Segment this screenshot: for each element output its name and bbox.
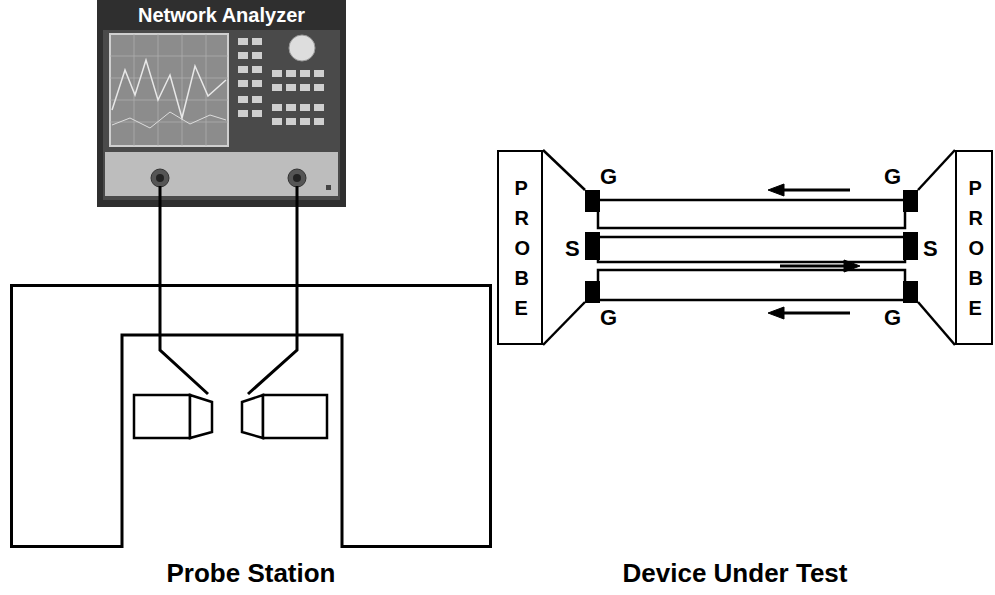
- probe-label: PROBE: [968, 173, 979, 323]
- instrument-title: Network Analyzer: [97, 0, 346, 27]
- dut-title: Device Under Test: [623, 560, 848, 586]
- ground-pin-label: G: [884, 307, 901, 329]
- probe-box: PROBE: [955, 150, 993, 345]
- probe-box: PROBE: [497, 150, 543, 345]
- station-probes: [134, 395, 327, 438]
- ground-pin-label: G: [884, 166, 901, 188]
- station-outline-path: [12, 286, 491, 547]
- ground-pin-label: G: [600, 307, 617, 329]
- probe-station: Probe Station: [10, 284, 492, 548]
- station-title: Probe Station: [10, 558, 492, 589]
- signal-pin-label: S: [565, 238, 580, 260]
- signal-pin-label: S: [923, 238, 938, 260]
- ground-pin-label: G: [600, 166, 617, 188]
- device-under-test-drawing: [543, 150, 955, 345]
- station-outline: [10, 284, 492, 548]
- cables: [160, 186, 297, 394]
- network-analyzer-photo: [97, 0, 346, 207]
- probe-label: PROBE: [514, 173, 525, 323]
- network-analyzer: Network Analyzer: [97, 0, 346, 207]
